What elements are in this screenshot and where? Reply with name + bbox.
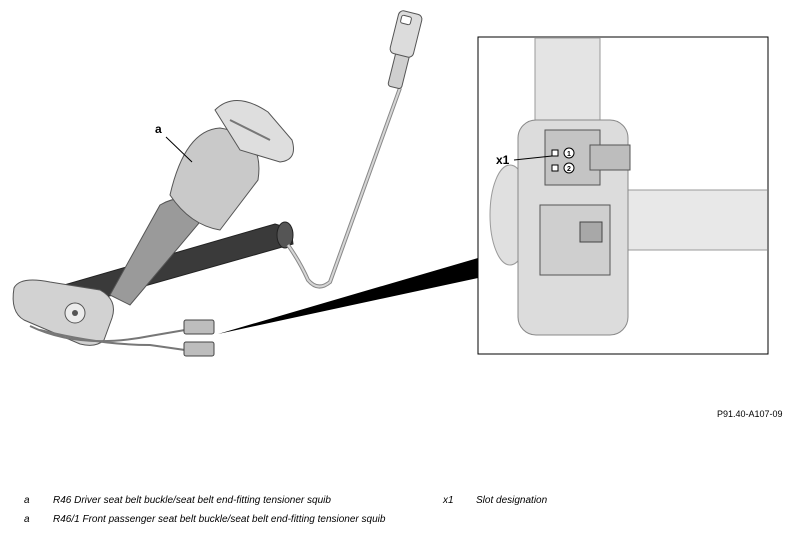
component-illustration: 1 2 <box>12 10 769 357</box>
legend-key: a <box>24 495 30 506</box>
tensioner-tube <box>38 221 294 311</box>
wiring-harness <box>29 319 215 357</box>
squib-cable <box>286 87 402 289</box>
legend-key: a <box>24 514 30 525</box>
legend-key: x1 <box>443 495 454 506</box>
figure-id: P91.40-A107-09 <box>717 409 783 419</box>
detail-view: 1 2 <box>477 36 769 355</box>
seat-belt-buckle <box>109 100 294 306</box>
callout-a-leader <box>165 136 193 163</box>
detail-pointer-wedge <box>218 258 478 334</box>
anchor-bracket <box>12 279 114 346</box>
callout-a-label: a <box>155 122 162 136</box>
key-plug <box>387 10 423 89</box>
legend-text: R46/1 Front passenger seat belt buckle/s… <box>53 514 386 525</box>
callout-x1-leader <box>513 155 553 161</box>
callout-x1-label: x1 <box>496 153 510 167</box>
detail-number-1: 1 <box>567 151 571 158</box>
legend: a R46 Driver seat belt buckle/seat belt … <box>0 490 794 535</box>
legend-text: R46 Driver seat belt buckle/seat belt en… <box>53 495 331 506</box>
legend-text: Slot designation <box>476 495 548 506</box>
detail-number-2: 2 <box>567 166 571 173</box>
